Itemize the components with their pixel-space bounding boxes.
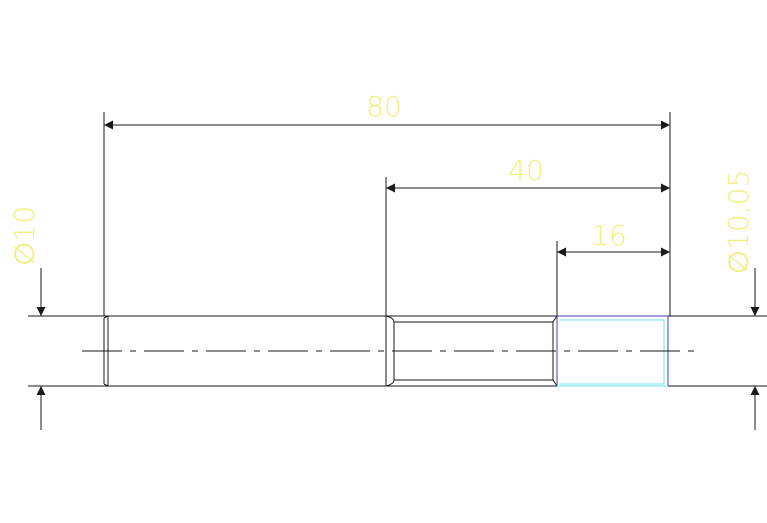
dimension-text-left-diameter[interactable]: ∅10: [8, 206, 41, 266]
dimension-text-16[interactable]: 16: [591, 219, 627, 252]
thread-section[interactable]: [556, 315, 669, 387]
dimension-text-40[interactable]: 40: [508, 154, 544, 187]
shaft-body[interactable]: [103, 315, 558, 387]
dimension-text-right-diameter[interactable]: ∅10,05: [722, 170, 755, 275]
dimension-text-80[interactable]: 80: [366, 90, 402, 123]
